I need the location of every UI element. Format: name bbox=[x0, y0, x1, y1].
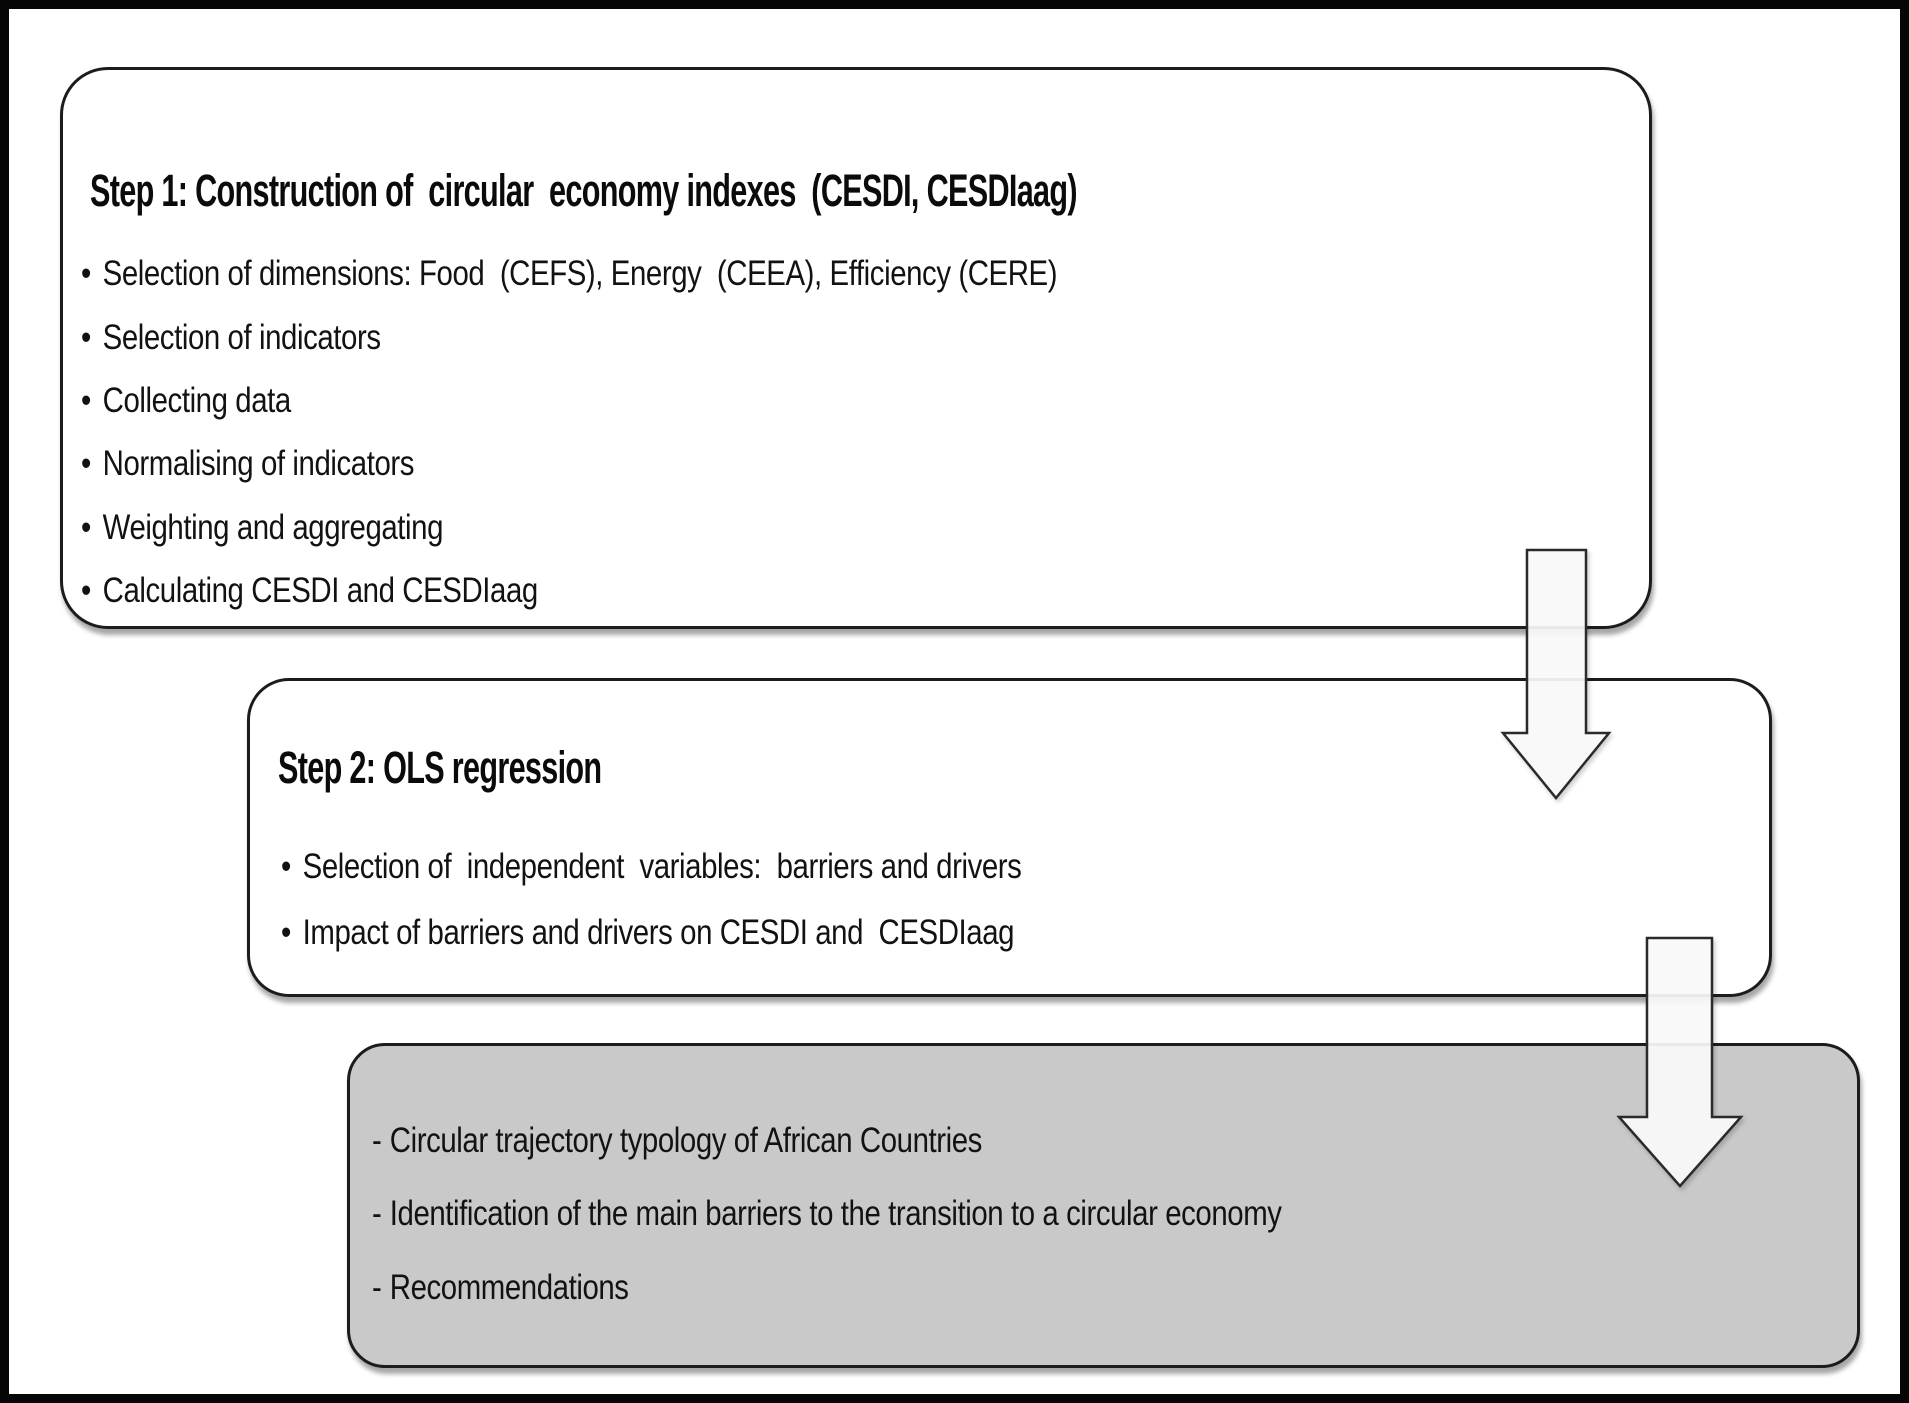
dash-icon: - bbox=[372, 1268, 382, 1307]
list-item: • Selection of independent variables: ba… bbox=[281, 847, 1022, 886]
outcome-text: Recommendations bbox=[389, 1268, 629, 1307]
list-item: • Selection of dimensions: Food (CEFS), … bbox=[81, 254, 1058, 293]
list-item: • Weighting and aggregating bbox=[81, 510, 443, 545]
list-item: • Selection of indicators bbox=[81, 320, 381, 355]
bullet-icon: • bbox=[81, 508, 91, 547]
bullet-text: Selection of independent variables: barr… bbox=[302, 847, 1022, 886]
bullet-icon: • bbox=[81, 571, 91, 610]
bullet-icon: • bbox=[81, 254, 91, 293]
bullet-icon: • bbox=[81, 444, 91, 483]
list-item: - Recommendations bbox=[372, 1270, 629, 1305]
bullet-text: Collecting data bbox=[102, 381, 292, 420]
bullet-text: Selection of indicators bbox=[102, 318, 381, 357]
list-item: - Circular trajectory typology of Africa… bbox=[372, 1123, 982, 1158]
step2-box: Step 2: OLS regression • Selection of in… bbox=[247, 678, 1772, 997]
step2-title: Step 2: OLS regression bbox=[278, 742, 602, 793]
dash-icon: - bbox=[372, 1121, 382, 1160]
bullet-icon: • bbox=[281, 847, 291, 886]
bullet-text: Normalising of indicators bbox=[102, 444, 415, 483]
bullet-text: Weighting and aggregating bbox=[102, 508, 444, 547]
outcomes-box: - Circular trajectory typology of Africa… bbox=[347, 1043, 1860, 1368]
bullet-icon: • bbox=[81, 381, 91, 420]
outcome-text: Circular trajectory typology of African … bbox=[389, 1121, 983, 1160]
step1-box: Step 1: Construction of circular economy… bbox=[60, 67, 1652, 629]
list-item: • Collecting data bbox=[81, 383, 291, 418]
list-item: • Calculating CESDI and CESDIaag bbox=[81, 573, 538, 608]
bullet-icon: • bbox=[281, 913, 291, 952]
step1-title: Step 1: Construction of circular economy… bbox=[90, 165, 1078, 216]
outcome-text: Identification of the main barriers to t… bbox=[389, 1194, 1282, 1233]
bullet-text: Impact of barriers and drivers on CESDI … bbox=[302, 913, 1015, 952]
list-item: - Identification of the main barriers to… bbox=[372, 1196, 1282, 1231]
dash-icon: - bbox=[372, 1194, 382, 1233]
bullet-text: Calculating CESDI and CESDIaag bbox=[102, 571, 539, 610]
list-item: • Normalising of indicators bbox=[81, 446, 414, 481]
list-item: • Impact of barriers and drivers on CESD… bbox=[281, 913, 1015, 952]
bullet-icon: • bbox=[81, 318, 91, 357]
bullet-text: Selection of dimensions: Food (CEFS), En… bbox=[102, 254, 1058, 293]
